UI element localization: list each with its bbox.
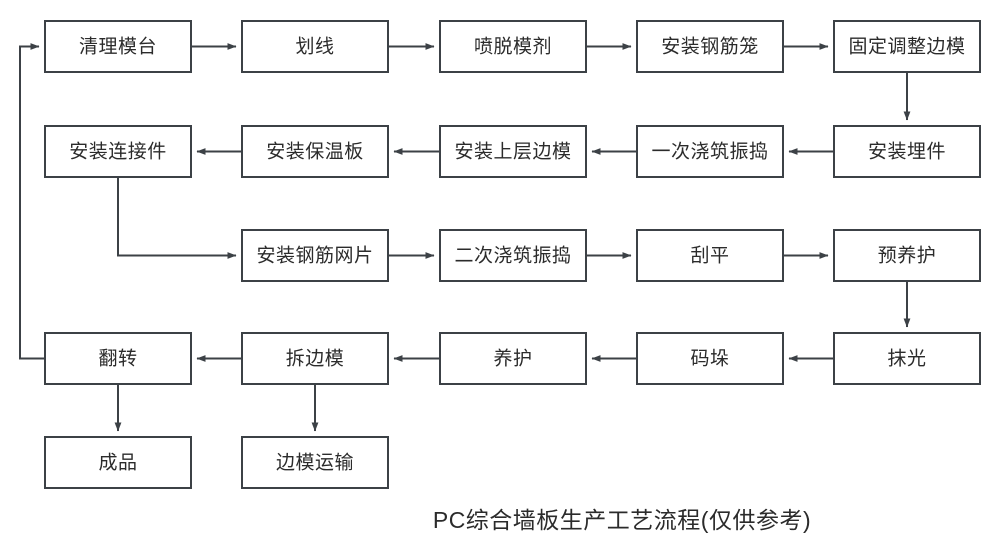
edges-layer [19,43,911,432]
flow-node-box[interactable] [636,332,784,385]
flow-node-label: 安装保温板 [266,141,364,163]
flow-node-label: 翻转 [98,348,137,370]
flow-node[interactable]: 一次浇筑振捣 [636,125,784,178]
flow-arrow [19,43,45,360]
flow-node-box[interactable] [44,436,192,489]
flow-node-box[interactable] [439,332,587,385]
flow-node-label: 预养护 [878,245,937,267]
flow-node-box[interactable] [439,20,587,73]
flow-node-label: 成品 [98,452,137,474]
flow-node-box[interactable] [439,229,587,282]
flow-node-box[interactable] [833,20,981,73]
flow-node-label: 安装上层边模 [454,141,571,163]
flow-node-box[interactable] [44,20,192,73]
flow-node-box[interactable] [439,125,587,178]
flow-node-label: 喷脱模剂 [474,36,552,58]
flow-node-box[interactable] [241,125,389,178]
flow-node-label: 边模运输 [276,452,354,474]
flow-node-label: 安装钢筋网片 [256,245,373,267]
flow-node-label: 一次浇筑振捣 [651,141,768,163]
flow-node-box[interactable] [241,20,389,73]
flow-node-box[interactable] [636,125,784,178]
flow-node-box[interactable] [241,332,389,385]
flow-node-label: 拆边模 [286,348,345,370]
flow-node-box[interactable] [44,332,192,385]
flow-node[interactable]: 安装钢筋网片 [241,229,389,282]
flow-node-box[interactable] [241,229,389,282]
flow-node[interactable]: 划线 [241,20,389,73]
flow-node-box[interactable] [833,332,981,385]
flow-node[interactable]: 安装连接件 [44,125,192,178]
flow-node[interactable]: 二次浇筑振捣 [439,229,587,282]
flow-node[interactable]: 刮平 [636,229,784,282]
flow-node-label: 安装连接件 [69,141,167,163]
flow-node[interactable]: 安装钢筋笼 [636,20,784,73]
flow-node[interactable]: 拆边模 [241,332,389,385]
flow-node[interactable]: 养护 [439,332,587,385]
flow-node[interactable]: 喷脱模剂 [439,20,587,73]
flow-node[interactable]: 安装保温板 [241,125,389,178]
flow-node-label: 码垛 [690,348,729,370]
flow-node[interactable]: 安装上层边模 [439,125,587,178]
flow-node-label: 清理模台 [79,36,157,58]
flow-node-label: 安装钢筋笼 [661,36,759,58]
flow-node[interactable]: 翻转 [44,332,192,385]
flow-node-label: 划线 [295,36,334,58]
flow-node[interactable]: 固定调整边模 [833,20,981,73]
flow-node[interactable]: 码垛 [636,332,784,385]
flow-node-label: 养护 [493,348,532,370]
flow-node-label: 安装埋件 [868,141,946,163]
flow-node[interactable]: 预养护 [833,229,981,282]
flow-node-label: 固定调整边模 [848,36,965,58]
flow-node-box[interactable] [44,125,192,178]
flow-node[interactable]: 清理模台 [44,20,192,73]
flow-node-label: 抹光 [887,348,926,370]
flow-node-box[interactable] [241,436,389,489]
flow-arrow [117,177,237,259]
flow-node-box[interactable] [833,125,981,178]
flow-node-box[interactable] [833,229,981,282]
diagram-caption: PC综合墙板生产工艺流程(仅供参考) [433,507,811,533]
flow-node-box[interactable] [636,20,784,73]
flow-node[interactable]: 边模运输 [241,436,389,489]
flow-node[interactable]: 成品 [44,436,192,489]
flow-node-label: 二次浇筑振捣 [454,245,571,267]
flow-node[interactable]: 抹光 [833,332,981,385]
flow-node-box[interactable] [636,229,784,282]
flow-node[interactable]: 安装埋件 [833,125,981,178]
flow-node-label: 刮平 [690,245,729,267]
